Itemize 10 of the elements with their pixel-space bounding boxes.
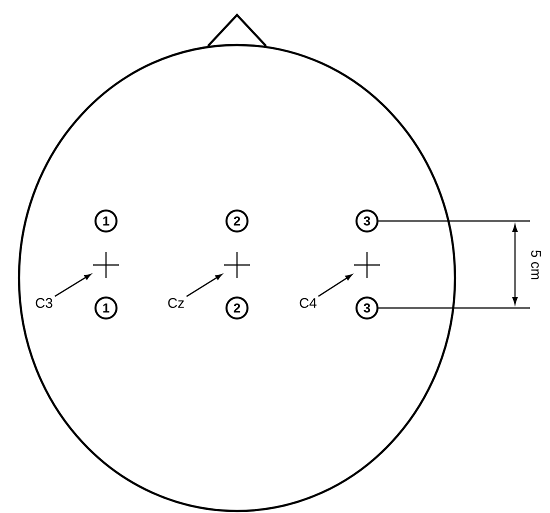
dimension-label: 5 cm [531, 250, 541, 280]
arrow [318, 274, 352, 297]
arrow [186, 274, 222, 297]
site-label: C4 [300, 298, 316, 308]
cross-mark [92, 251, 120, 279]
arrow [54, 274, 92, 297]
cross-mark [223, 251, 251, 279]
site-label: C3 [36, 298, 52, 308]
site-label: Cz [168, 298, 184, 308]
cross-mark [353, 251, 381, 279]
